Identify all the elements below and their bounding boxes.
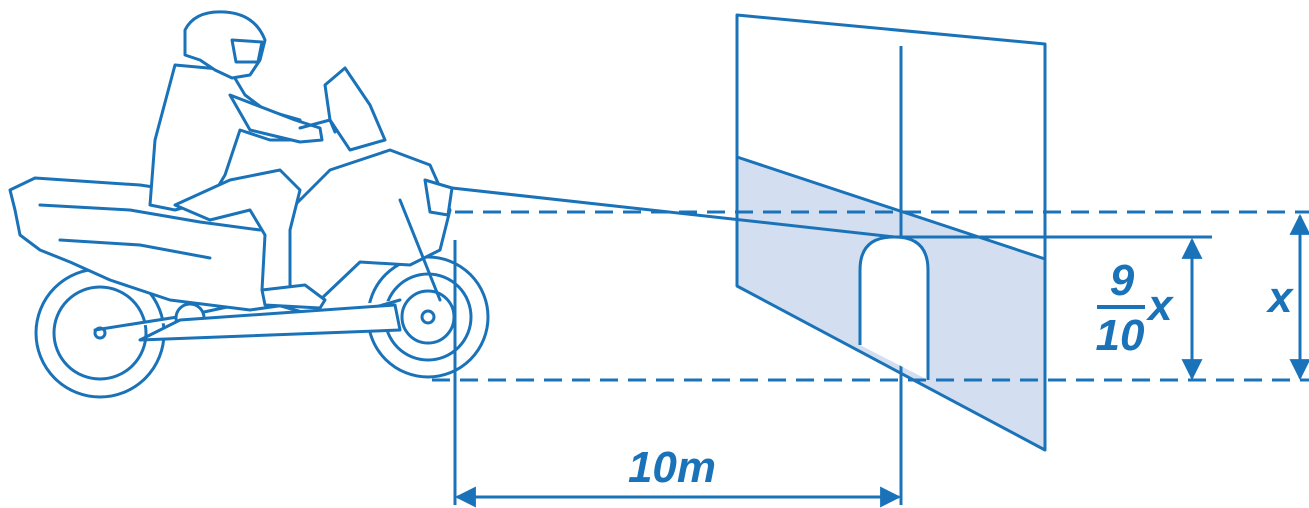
- beam-cutoff-edge: [736, 155, 1046, 261]
- rear-wheel: [34, 267, 166, 399]
- floorboard: [138, 303, 402, 342]
- handlebar: [298, 118, 337, 134]
- wall: [735, 13, 1047, 505]
- light-ray: [451, 186, 896, 239]
- wall-outline: [735, 13, 1047, 452]
- fraction-denominator: 10: [1096, 311, 1145, 360]
- rider-arm: [228, 93, 324, 144]
- fraction-variable: x: [1146, 281, 1174, 330]
- headlight: [423, 178, 454, 217]
- front-fork: [398, 198, 442, 302]
- fraction-numerator: 9: [1110, 256, 1135, 305]
- full-height-label: x: [1266, 273, 1294, 322]
- motorcycle-rider-icon: [8, 10, 490, 399]
- rider-torso: [148, 63, 307, 212]
- rider-shoe: [260, 283, 327, 310]
- windscreen: [323, 66, 387, 152]
- distance-label: 10m: [628, 443, 716, 492]
